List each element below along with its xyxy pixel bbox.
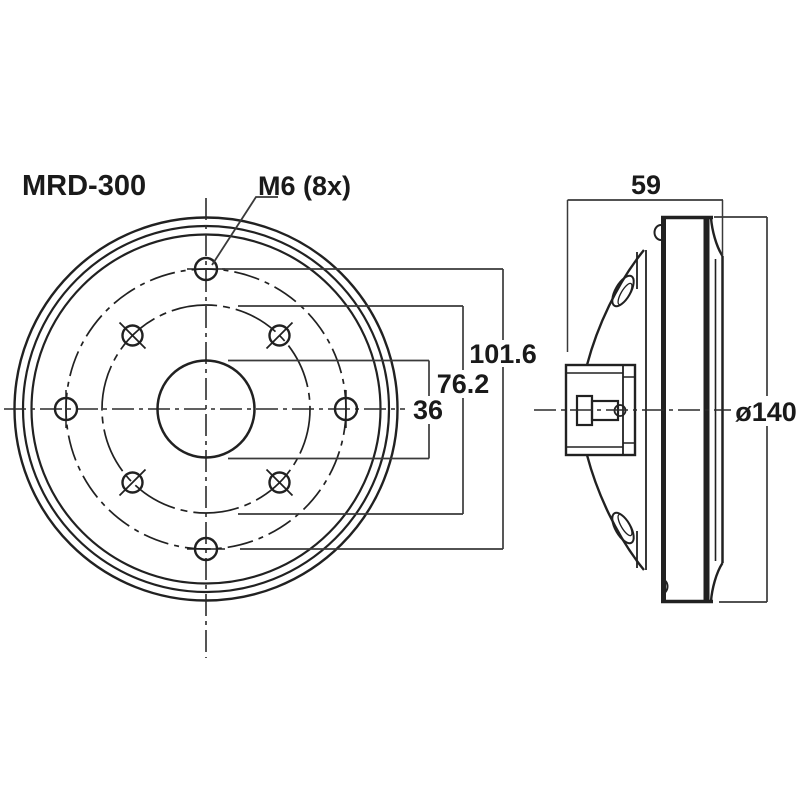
dimension-36: 36 [228, 359, 443, 460]
bolt-circle-76-2 [101, 304, 311, 514]
boss-bottom [660, 578, 669, 595]
boss-top [653, 224, 662, 241]
center-lines [4, 198, 405, 658]
mounting-holes-outer [53, 256, 359, 562]
callout-leader-line [211, 196, 278, 266]
mounting-hole-upper-right [265, 321, 294, 350]
gasket-corner-bottom [709, 562, 724, 602]
dimension-76-2: 76.2 [238, 305, 490, 515]
dimension-59-label: 59 [631, 170, 661, 200]
hole-callout-label: M6 (8x) [258, 171, 351, 201]
rear-dome-top [585, 249, 645, 366]
mounting-hole-right [333, 390, 359, 428]
dimension-140-label: ø140 [735, 397, 797, 427]
dimension-101-6: 101.6 [222, 268, 537, 550]
mounting-hole-bottom [187, 536, 225, 562]
dimension-101-6-label: 101.6 [469, 339, 537, 369]
mounting-holes-inner [118, 321, 294, 497]
gasket-corner-top [709, 217, 724, 257]
vent-slot-top [611, 274, 635, 308]
dimension-76-2-label: 76.2 [437, 369, 490, 399]
hole-callout: M6 (8x) [211, 171, 351, 266]
dimension-59: 59 [566, 170, 724, 352]
dimension-36-label: 36 [413, 395, 443, 425]
model-label: MRD-300 [22, 170, 146, 202]
vent-slot-bottom [611, 511, 635, 545]
mounting-hole-lower-left [118, 468, 147, 497]
mounting-hole-upper-left [118, 321, 147, 350]
mounting-hole-top [187, 256, 225, 282]
front-view: 101.6 76.2 36 M6 (8x) [4, 171, 537, 658]
side-view: 59 ø140 [534, 170, 797, 604]
dimension-140: ø140 [714, 216, 797, 603]
mounting-hole-lower-right [265, 468, 294, 497]
mounting-hole-left [53, 390, 79, 428]
rear-dome-bottom [585, 454, 645, 571]
throat-opening-circle [156, 359, 256, 459]
